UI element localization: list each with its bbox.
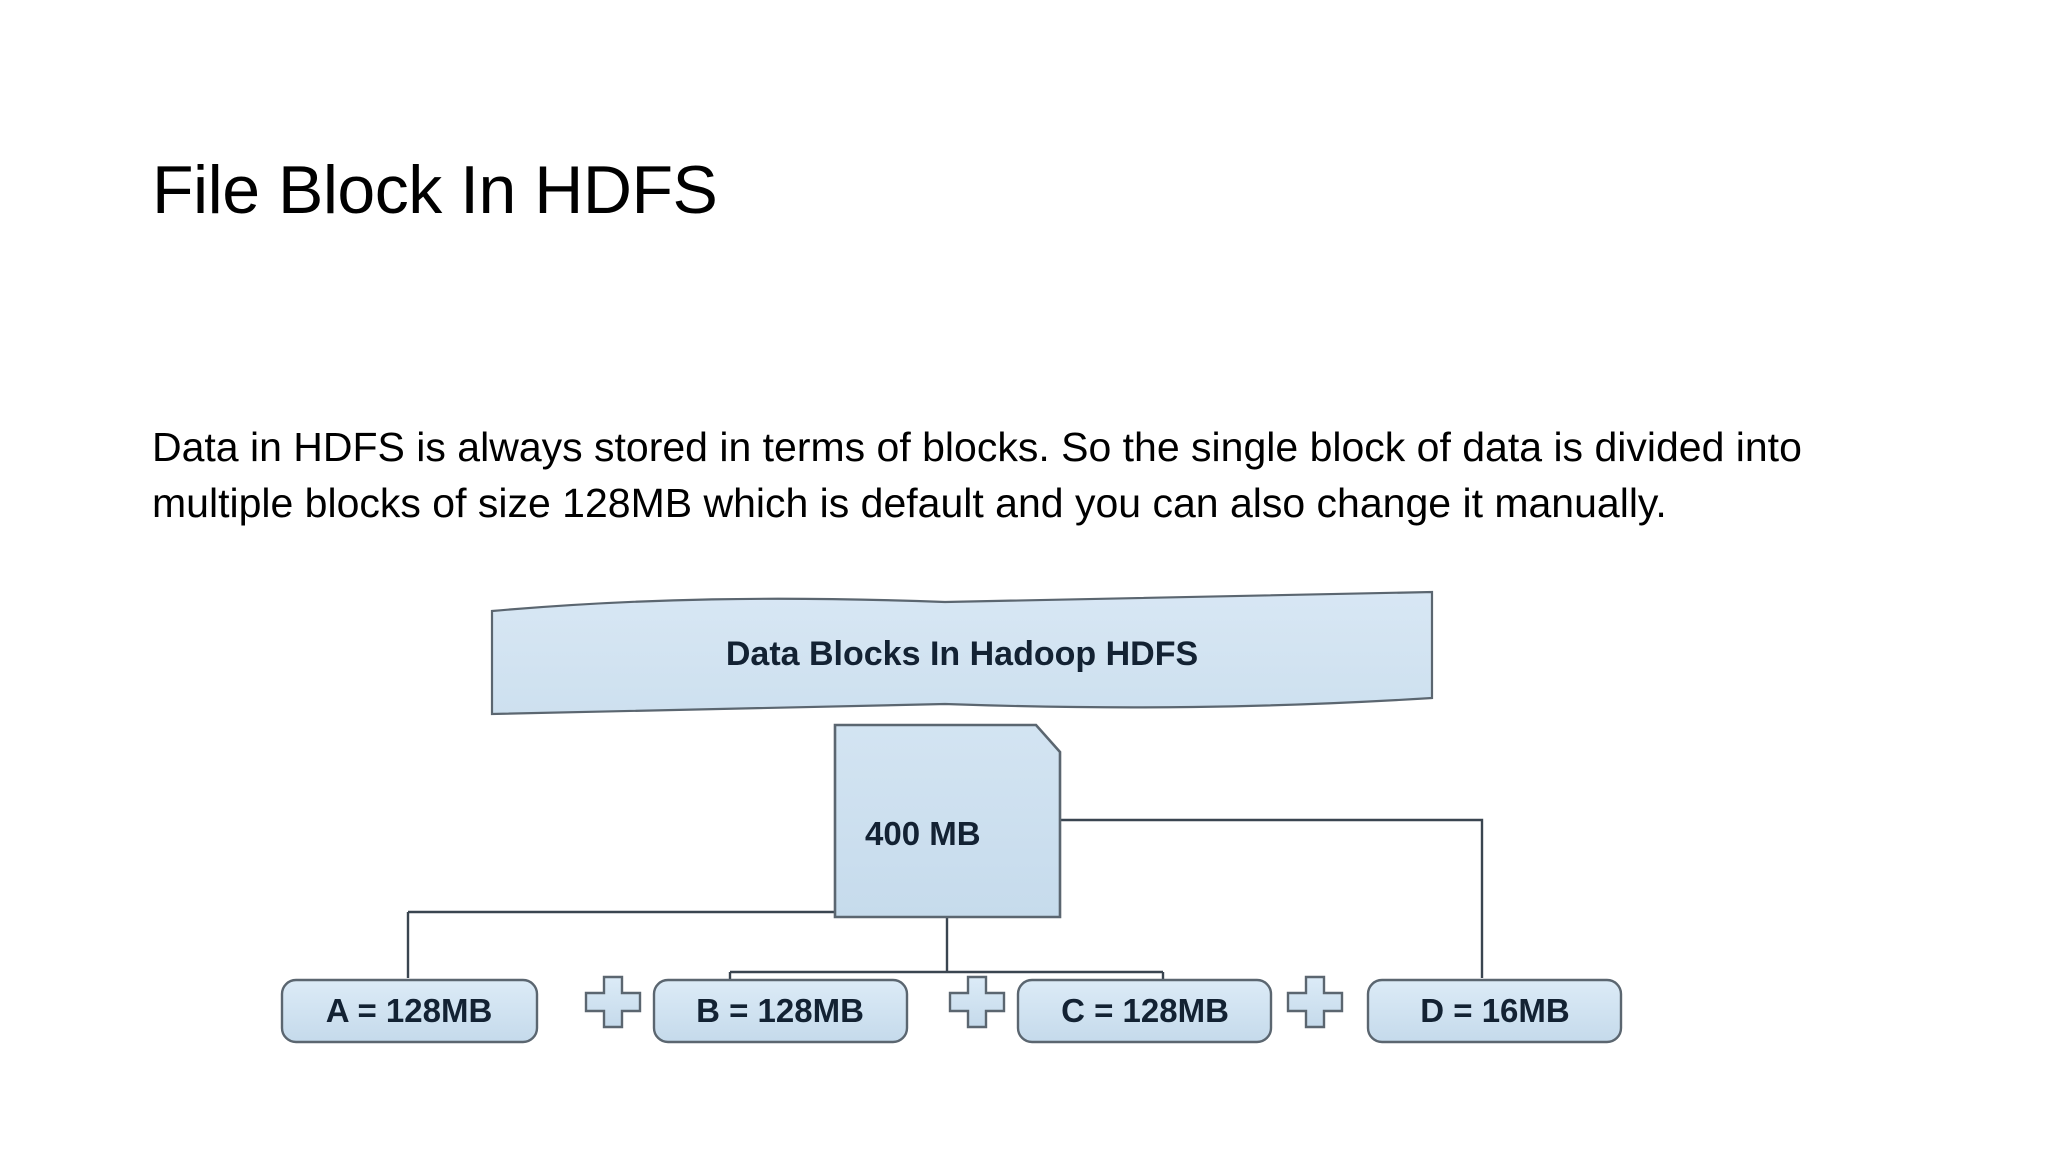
page-title: File Block In HDFS [152, 151, 718, 228]
block-c: C = 128MB [1016, 978, 1273, 1044]
body-paragraph: Data in HDFS is always stored in terms o… [152, 424, 1802, 526]
block-b-label: B = 128MB [696, 992, 864, 1029]
block-b: B = 128MB [652, 978, 909, 1044]
hdfs-block-diagram: Data Blocks In Hadoop HDFS 400 MB [0, 580, 2048, 1140]
diagram-banner: Data Blocks In Hadoop HDFS [490, 590, 1434, 716]
plus-connector-2 [948, 975, 1006, 1029]
plus-connector-1 [584, 975, 642, 1029]
file-node: 400 MB [833, 723, 1062, 919]
block-d: D = 16MB [1366, 978, 1623, 1044]
block-a: A = 128MB [280, 978, 539, 1044]
block-a-label: A = 128MB [326, 992, 493, 1029]
plus-connector-3 [1286, 975, 1344, 1029]
block-d-label: D = 16MB [1420, 992, 1569, 1029]
diagram-canvas: Data Blocks In Hadoop HDFS 400 MB [280, 590, 1623, 1044]
banner-label: Data Blocks In Hadoop HDFS [726, 635, 1198, 673]
file-node-label: 400 MB [865, 815, 981, 852]
block-c-label: C = 128MB [1061, 992, 1229, 1029]
connector-lines [406, 818, 1484, 980]
